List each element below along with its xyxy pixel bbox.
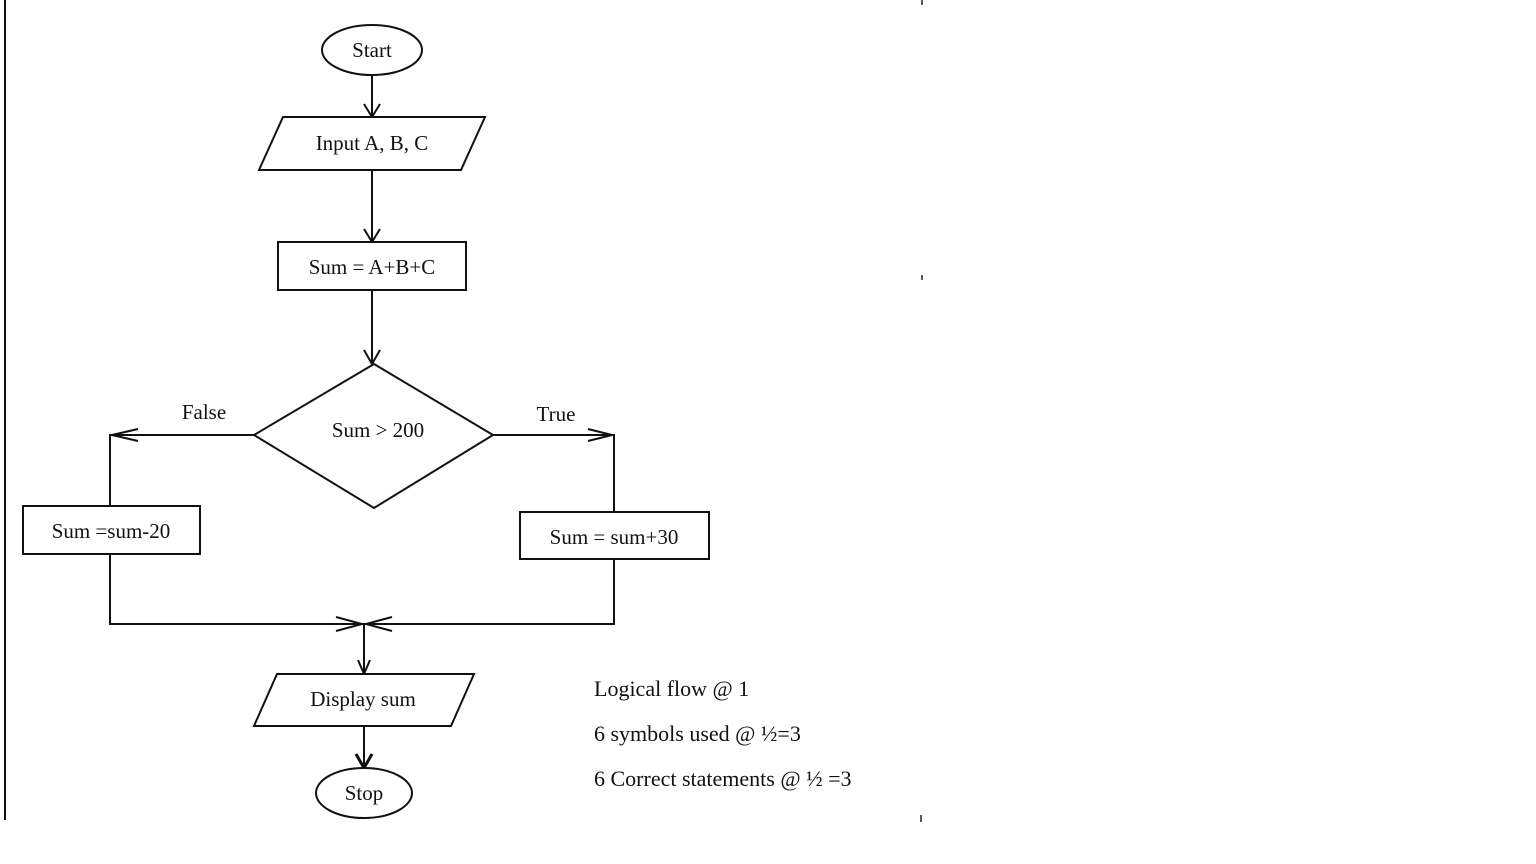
- false-process-shape: [22, 505, 201, 555]
- arrowhead-icon: [362, 616, 393, 632]
- marking-note: 6 symbols used @ ½=3: [594, 721, 801, 746]
- true-process-node: Sum = sum+30: [519, 511, 710, 560]
- input-node: Input A, B, C: [257, 116, 487, 171]
- arrowhead-icon: [111, 428, 139, 442]
- compute-process-shape: [277, 241, 467, 291]
- display-node: Display sum: [252, 673, 476, 727]
- edge-display-to-stop: [354, 726, 374, 772]
- edge-input-to-compute: [363, 170, 381, 244]
- edge-decision-true: True: [493, 402, 615, 512]
- decision-node: Sum > 200: [252, 362, 495, 510]
- true-process-label: Sum = sum+30: [550, 525, 679, 549]
- decision-label: Sum > 200: [332, 418, 424, 442]
- compute-label: Sum = A+B+C: [309, 255, 436, 279]
- input-label: Input A, B, C: [316, 131, 429, 155]
- input-parallelogram-shape: [257, 116, 487, 171]
- compute-node: Sum = A+B+C: [277, 241, 467, 291]
- edge-compute-to-decision: [363, 290, 381, 367]
- arrowhead-icon: [363, 349, 381, 367]
- start-node: Start: [321, 24, 423, 76]
- true-process-shape: [519, 511, 710, 560]
- marking-note: Logical flow @ 1: [594, 676, 749, 701]
- false-process-label: Sum =sum-20: [52, 519, 171, 543]
- stop-label: Stop: [345, 781, 384, 805]
- marking-notes: Logical flow @ 1 6 symbols used @ ½=3 6 …: [594, 676, 852, 791]
- true-branch-label: True: [537, 402, 576, 426]
- arrowhead-icon: [335, 616, 366, 632]
- decision-diamond-shape: [252, 362, 495, 510]
- false-process-node: Sum =sum-20: [22, 505, 201, 555]
- stop-terminator-shape: [315, 767, 413, 819]
- start-label: Start: [352, 38, 392, 62]
- edge-merge: [109, 554, 615, 677]
- arrowhead-icon: [587, 428, 613, 442]
- display-parallelogram-shape: [252, 673, 476, 727]
- display-label: Display sum: [310, 687, 416, 711]
- marking-note: 6 Correct statements @ ½ =3: [594, 766, 852, 791]
- edge-start-to-input: [363, 75, 381, 119]
- stop-node: Stop: [315, 767, 413, 819]
- false-branch-label: False: [182, 400, 226, 424]
- edge-decision-false: False: [109, 400, 254, 506]
